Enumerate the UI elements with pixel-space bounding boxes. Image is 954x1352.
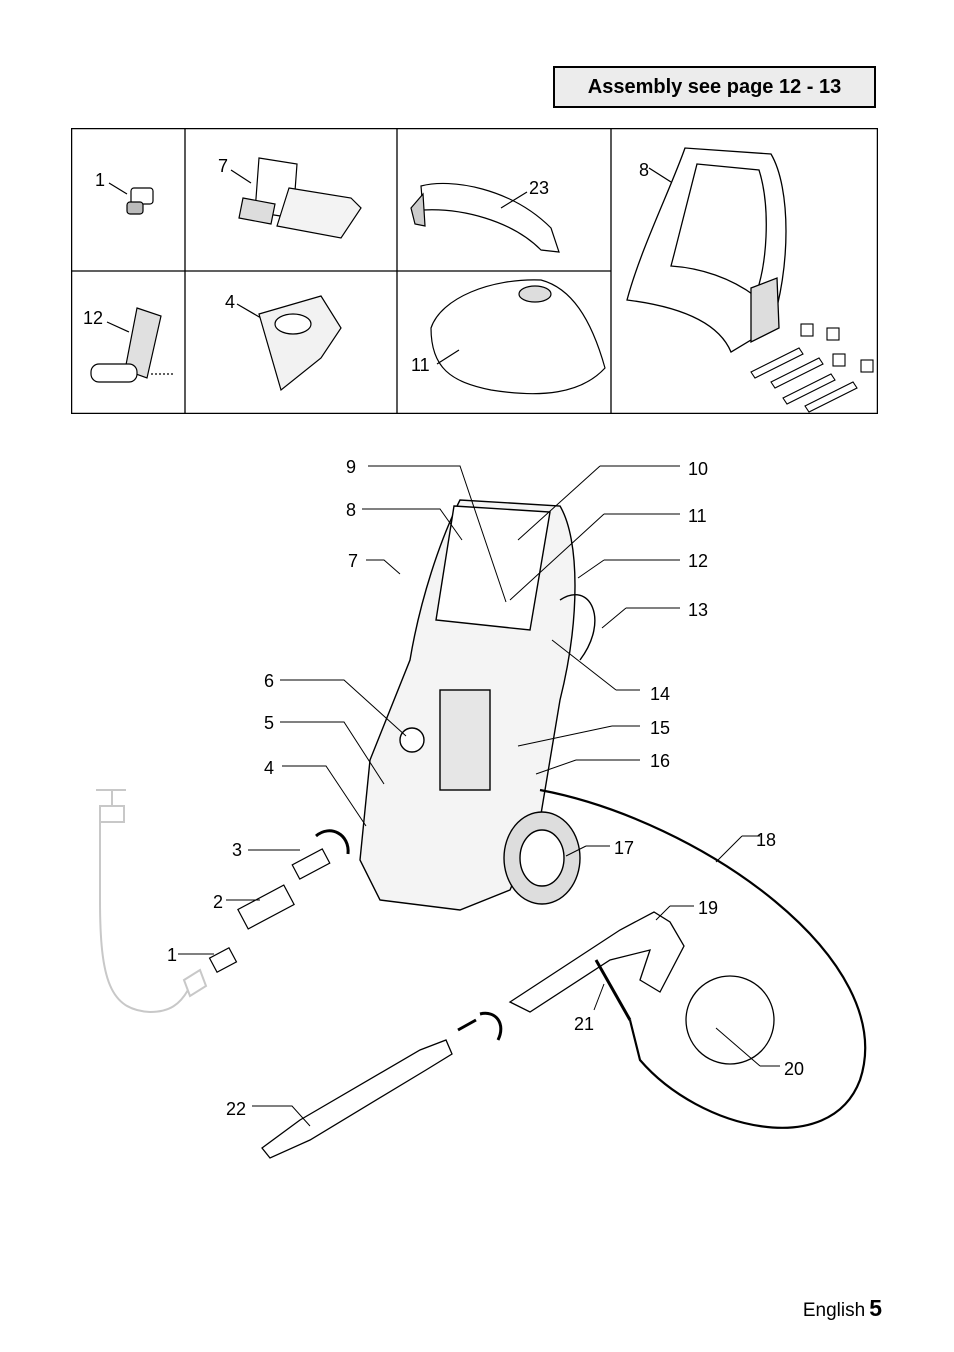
callout-19: 19 <box>698 898 718 918</box>
part-crank-drawing <box>90 307 175 383</box>
callout-13: 13 <box>688 600 708 620</box>
callout-2: 2 <box>213 892 223 912</box>
part-coupling-drawing <box>108 182 154 215</box>
callout-6: 6 <box>264 671 274 691</box>
callout-7: 7 <box>348 551 358 571</box>
callout-11: 11 <box>411 355 430 375</box>
assembly-note-box: Assembly see page 12 - 13 <box>553 66 876 108</box>
part-holder-drawing <box>236 295 342 392</box>
callout-5: 5 <box>264 713 274 733</box>
main-exploded-view: 1 2 3 4 5 6 7 8 9 10 11 12 13 14 15 16 1… <box>96 457 867 1159</box>
callout-4: 4 <box>264 758 274 778</box>
callout-1: 1 <box>167 945 177 965</box>
callout-18: 18 <box>756 830 776 850</box>
callout-8: 8 <box>639 160 649 180</box>
assembly-note-text: Assembly see page 12 - 13 <box>587 75 842 98</box>
callout-11: 11 <box>688 506 707 526</box>
rotation-arrows <box>315 829 503 1041</box>
callout-22: 22 <box>226 1099 246 1119</box>
callout-4: 4 <box>225 292 235 312</box>
spray-gun-drawing <box>508 911 775 1065</box>
callout-7: 7 <box>218 156 228 176</box>
callout-21: 21 <box>574 1014 594 1034</box>
callout-12: 12 <box>688 551 708 571</box>
parts-grid: 1 7 23 8 12 <box>71 128 878 414</box>
part-cover-drawing <box>430 279 606 395</box>
callout-12: 12 <box>83 308 103 328</box>
screws-and-nuts-drawing <box>750 323 874 413</box>
callout-leader-lines <box>178 465 780 1127</box>
part-handle-frame-drawing <box>626 147 787 353</box>
callout-1: 1 <box>95 170 105 190</box>
machine-body-drawing <box>359 499 596 911</box>
callout-14: 14 <box>650 684 670 704</box>
inlet-parts-drawing <box>208 848 331 974</box>
callout-3: 3 <box>232 840 242 860</box>
callout-9: 9 <box>346 457 356 477</box>
page-number: 5 <box>869 1295 882 1321</box>
part-bracket-drawing <box>230 157 362 239</box>
callout-15: 15 <box>650 718 670 738</box>
callout-23: 23 <box>529 178 549 198</box>
spray-lance-drawing <box>261 1039 453 1159</box>
garden-hose-drawing <box>96 789 208 1014</box>
callout-10: 10 <box>688 459 708 479</box>
callout-20: 20 <box>784 1059 804 1079</box>
callout-16: 16 <box>650 751 670 771</box>
callout-17: 17 <box>614 838 634 858</box>
callout-8: 8 <box>346 500 356 520</box>
footer-language: English <box>802 1300 866 1321</box>
part-hose-guide-drawing <box>410 182 560 253</box>
high-pressure-hose-drawing <box>539 788 867 1129</box>
